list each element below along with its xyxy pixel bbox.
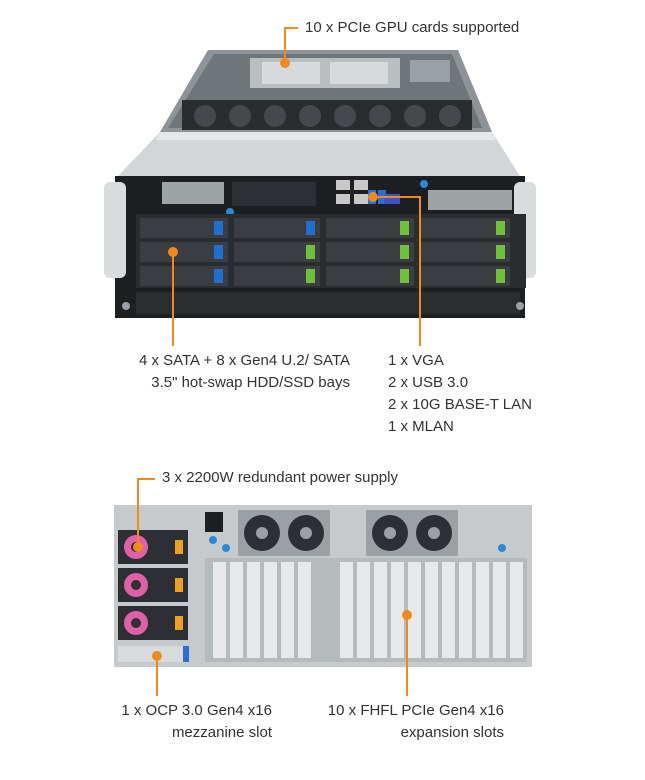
gpu-leader-vertical <box>284 27 286 61</box>
psu-marker <box>133 542 143 552</box>
front-bottom-grille <box>136 292 520 314</box>
drive-bays <box>136 214 526 288</box>
pcie-callout-line: expansion slots <box>400 724 504 741</box>
power-supplies <box>118 530 188 640</box>
bays-callout-line: 4 x SATA + 8 x Gen4 U.2/ SATA <box>138 352 350 369</box>
ocp-callout-line: mezzanine slot <box>171 724 272 741</box>
io-callout-label: 1 x VGA 2 x USB 3.0 2 x 10G BASE-T LAN 1… <box>388 350 532 438</box>
pcie-leader <box>406 614 408 696</box>
ocp-leader <box>156 656 158 696</box>
front-vent-right <box>428 190 512 210</box>
io-callout-line: 2 x 10G BASE-T LAN <box>388 396 532 413</box>
io-leader-vertical <box>419 196 421 346</box>
io-callout-line: 2 x USB 3.0 <box>388 374 469 391</box>
ocp-callout-label: 1 x OCP 3.0 Gen4 x16 mezzanine slot <box>40 700 272 744</box>
rear-panel <box>114 505 532 667</box>
gpu-leader-horizontal <box>284 27 298 29</box>
chassis-lid <box>118 132 520 176</box>
bays-callout-line: 3.5" hot-swap HDD/SSD bays <box>151 374 350 391</box>
psu-leader-vertical <box>137 478 139 544</box>
gpu-callout-line: 10 x PCIe GPU cards supported <box>305 19 520 36</box>
io-callout-line: 1 x VGA <box>388 352 444 369</box>
io-leader-horizontal <box>373 196 421 198</box>
ocp-callout-line: 1 x OCP 3.0 Gen4 x16 <box>121 702 272 719</box>
gpu-marker <box>280 58 290 68</box>
bays-leader <box>172 252 174 346</box>
psu-leader-horizontal <box>137 478 155 480</box>
front-vent-left <box>162 182 224 204</box>
bays-callout-label: 4 x SATA + 8 x Gen4 U.2/ SATA 3.5" hot-s… <box>118 350 350 394</box>
psu-callout-line: 3 x 2200W redundant power supply <box>162 469 398 486</box>
rack-ear-left <box>104 182 126 278</box>
rear-fans <box>238 510 458 556</box>
power-connector <box>205 512 223 532</box>
server-front-view <box>104 50 536 318</box>
psu-callout-label: 3 x 2200W redundant power supply <box>162 467 398 489</box>
internal-fan-row <box>182 100 472 130</box>
io-callout-line: 1 x MLAN <box>388 418 454 435</box>
pcie-slots <box>205 558 527 662</box>
pcie-callout-line: 10 x FHFL PCIe Gen4 x16 <box>327 702 504 719</box>
pcie-callout-label: 10 x FHFL PCIe Gen4 x16 expansion slots <box>280 700 504 744</box>
gpu-callout-label: 10 x PCIe GPU cards supported <box>305 17 519 39</box>
